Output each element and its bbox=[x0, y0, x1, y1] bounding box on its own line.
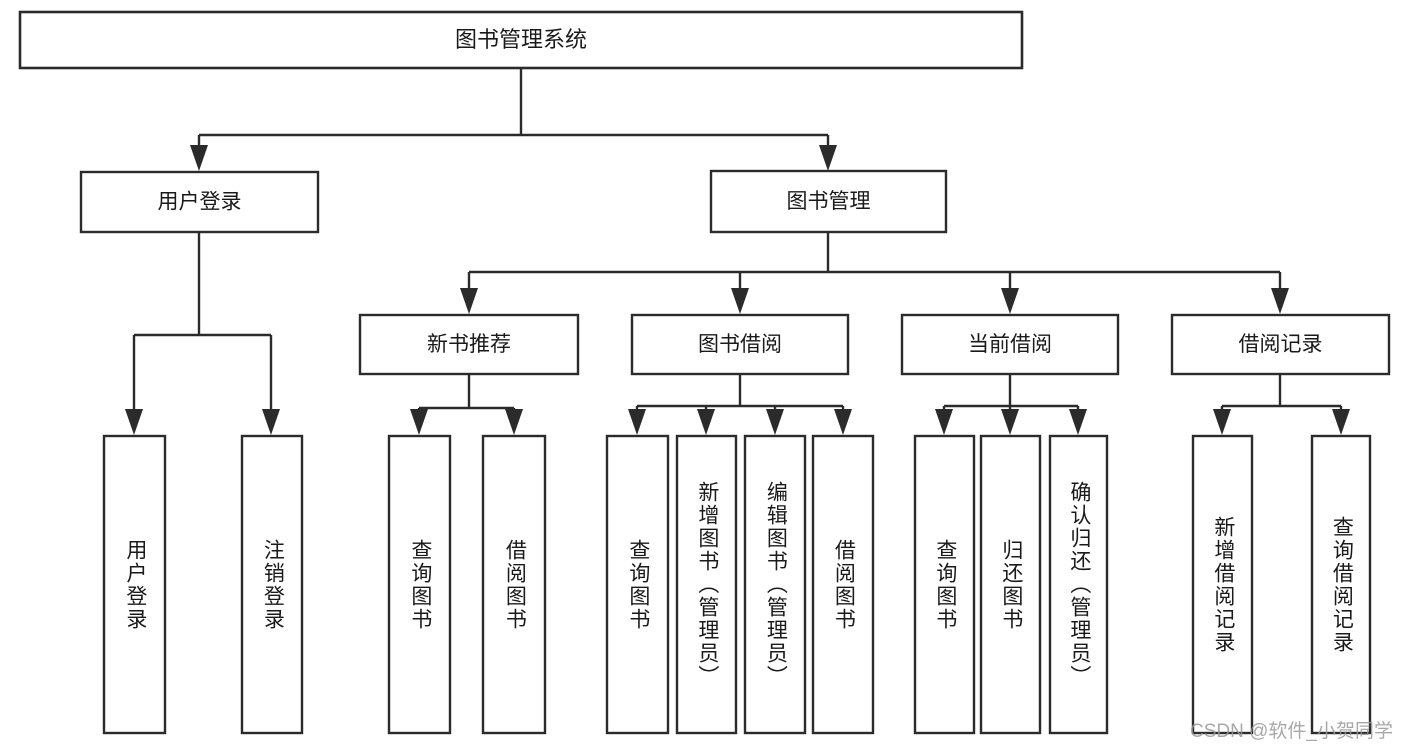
box-layer bbox=[18, 10, 1391, 735]
node-box-leaf-edit-book-admin[interactable] bbox=[743, 434, 807, 735]
node-label-root: 图书管理系统 bbox=[455, 27, 587, 52]
node-box-new-book-recommend[interactable] bbox=[358, 313, 580, 376]
node-label-borrow-record: 借阅记录 bbox=[1239, 333, 1323, 356]
arrow-head-icon bbox=[731, 288, 749, 314]
node-label-current-borrow: 当前借阅 bbox=[968, 333, 1052, 356]
arrow-head-icon bbox=[766, 409, 784, 435]
arrow-head-icon bbox=[1001, 288, 1019, 314]
node-box-leaf-confirm-return-admin[interactable] bbox=[1048, 434, 1109, 735]
arrow-head-icon bbox=[1271, 288, 1289, 314]
node-label-book-borrow: 图书借阅 bbox=[698, 333, 782, 356]
arrow-head-icon bbox=[1332, 409, 1350, 435]
node-box-leaf-query-book-1[interactable] bbox=[387, 434, 452, 735]
arrow-head-icon bbox=[460, 288, 478, 314]
arrow-head-icon bbox=[125, 409, 143, 435]
arrow-head-icon bbox=[1069, 409, 1087, 435]
node-box-borrow-record[interactable] bbox=[1170, 313, 1391, 376]
node-label-user-login: 用户登录 bbox=[158, 191, 242, 214]
arrow-head-icon bbox=[190, 145, 208, 171]
node-box-book-borrow[interactable] bbox=[630, 313, 850, 376]
node-box-user-login[interactable] bbox=[79, 170, 320, 234]
arrow-head-icon bbox=[262, 409, 280, 435]
arrow-head-icon bbox=[697, 409, 715, 435]
node-box-leaf-query-borrow-record[interactable] bbox=[1310, 434, 1372, 735]
node-box-leaf-query-book-2[interactable] bbox=[605, 434, 670, 735]
arrow-head-icon bbox=[410, 409, 428, 435]
arrow-head-icon bbox=[834, 409, 852, 435]
node-label-new-book-recommend: 新书推荐 bbox=[427, 333, 511, 356]
node-box-root[interactable] bbox=[18, 10, 1024, 70]
arrow-head-icon bbox=[1001, 409, 1019, 435]
node-box-leaf-return-book[interactable] bbox=[979, 434, 1042, 735]
node-label-book-manage: 图书管理 bbox=[787, 190, 871, 213]
node-box-book-manage[interactable] bbox=[709, 169, 948, 234]
connector-layer bbox=[125, 68, 1350, 435]
arrow-head-icon bbox=[505, 409, 523, 435]
node-box-leaf-query-book-3[interactable] bbox=[913, 434, 976, 735]
arrow-head-icon bbox=[628, 409, 646, 435]
node-box-leaf-user-login[interactable] bbox=[102, 434, 167, 735]
node-box-current-borrow[interactable] bbox=[900, 313, 1120, 376]
arrow-head-icon bbox=[1213, 409, 1231, 435]
node-box-leaf-borrow-book-1[interactable] bbox=[481, 434, 547, 735]
arrow-head-icon bbox=[819, 145, 837, 171]
node-box-leaf-add-borrow-record[interactable] bbox=[1191, 434, 1254, 735]
node-box-leaf-borrow-book-2[interactable] bbox=[811, 434, 875, 735]
arrow-head-icon bbox=[935, 409, 953, 435]
node-box-leaf-user-logout[interactable] bbox=[240, 434, 304, 735]
node-box-leaf-add-book-admin[interactable] bbox=[675, 434, 738, 735]
